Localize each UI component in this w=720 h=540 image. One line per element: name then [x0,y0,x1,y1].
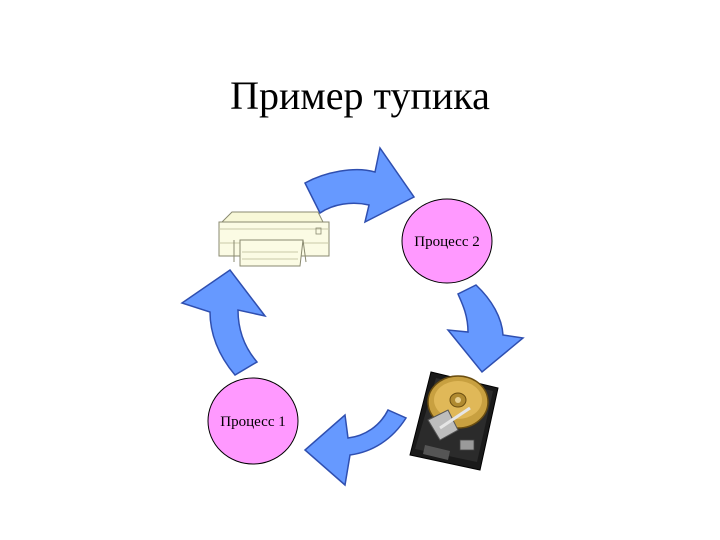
process-2-node: Процесс 2 [401,198,493,284]
hard-disk-icon [409,371,499,471]
arrow-disk-to-process1 [303,409,408,487]
printer-icon [218,211,330,267]
arrow-process1-to-printer [180,268,267,376]
process-2-label: Процесс 2 [414,234,479,250]
slide-title: Пример тупика [230,73,490,118]
process-1-node: Процесс 1 [207,377,299,465]
arrow-process2-to-disk [446,284,525,374]
process-1-label: Процесс 1 [220,414,285,430]
arrow-printer-to-process2 [304,146,416,224]
